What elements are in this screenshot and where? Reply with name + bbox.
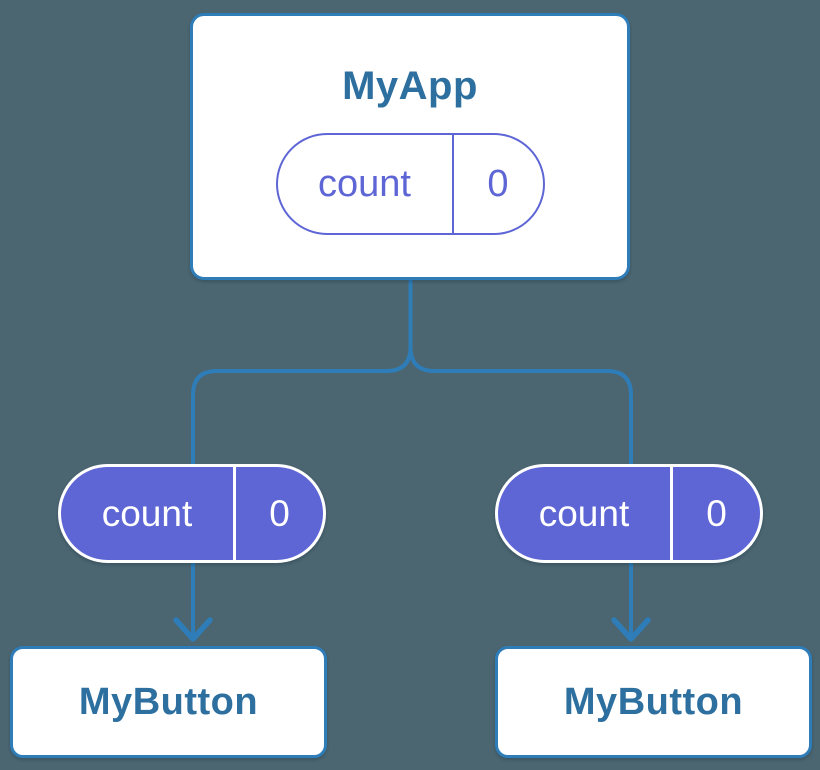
arrow-down-icon <box>173 617 213 642</box>
arrow-down-icon <box>611 617 651 642</box>
state-value: 0 <box>706 492 727 534</box>
state-value: 0 <box>269 492 290 534</box>
state-key: count <box>101 492 193 534</box>
pill-divider <box>233 467 236 560</box>
pill-divider <box>451 135 454 233</box>
state-key: count <box>538 492 630 534</box>
connector-right-branch <box>408 279 633 636</box>
state-pill-left-child: count 0 <box>58 464 326 563</box>
state-key: count <box>318 162 411 205</box>
state-pill-right-child: count 0 <box>495 464 763 563</box>
mybutton-node-right: MyButton <box>495 646 812 758</box>
myapp-title: MyApp <box>342 64 478 108</box>
pill-divider <box>670 467 673 560</box>
mybutton-title: MyButton <box>78 680 259 723</box>
myapp-node: MyApp count 0 <box>190 13 630 280</box>
mybutton-title: MyButton <box>563 680 744 723</box>
connector-left-branch <box>191 279 413 636</box>
mybutton-node-left: MyButton <box>10 646 327 758</box>
state-value: 0 <box>487 162 509 205</box>
state-pill-root: count 0 <box>275 133 545 235</box>
